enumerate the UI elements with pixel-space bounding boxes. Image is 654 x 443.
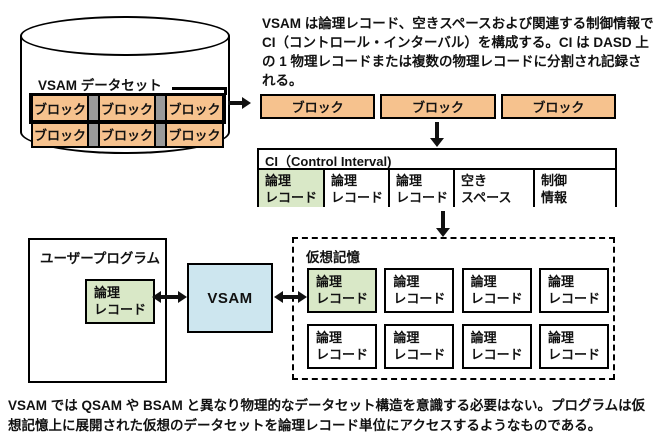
ci-title: CI（Control Interval): [265, 154, 392, 169]
arrow-head-left: [152, 291, 161, 303]
user-program-title: ユーザープログラム: [40, 251, 161, 266]
dasd-cylinder-top-ellipse: [20, 16, 230, 56]
ci-cells-row: 論理 レコード 論理 レコード 論理 レコード 空き スペース 制御 情報: [259, 168, 615, 207]
arrow-user-program-to-vsam-icon: [152, 291, 187, 303]
logical-record-cell: 論理 レコード: [461, 324, 532, 369]
block-cell: ブロック: [260, 94, 376, 119]
cylinder-block-grid: ブロック ブロック ブロック ブロック ブロック ブロック: [31, 94, 224, 148]
physical-blocks-row: ブロック ブロック ブロック: [260, 94, 616, 119]
arrow-head-left: [274, 291, 283, 303]
arrow-head-right: [178, 291, 187, 303]
arrow-shaft: [228, 101, 244, 105]
virtual-storage-title: 仮想記憶: [306, 250, 360, 265]
free-space-cell: 空き スペース: [453, 170, 533, 207]
block-cell: ブロック: [380, 94, 496, 119]
block-cell: ブロック: [31, 94, 89, 122]
block-cell: ブロック: [165, 120, 224, 148]
logical-record-cell: 論理 レコード: [388, 170, 453, 207]
logical-record-cell: 論理 レコード: [307, 268, 377, 313]
logical-record-cell: 論理 レコード: [85, 279, 155, 324]
vsam-dataset-title: VSAM データセット: [38, 78, 162, 93]
ci-description-text: VSAM は論理レコード、空きスペースおよび関連する制御情報で CI（コントロー…: [262, 16, 654, 88]
vsam-label: VSAM: [207, 289, 253, 307]
arrow-head: [436, 228, 450, 237]
arrow-head: [430, 138, 444, 147]
block-cell: ブロック: [98, 120, 156, 148]
virtual-storage-record-row-1: 論理 レコード 論理 レコード 論理 レコード 論理 レコード: [307, 268, 609, 313]
logical-record-cell: 論理 レコード: [538, 324, 609, 369]
vsam-box: VSAM: [187, 263, 273, 333]
logical-record-cell: 論理 レコード: [323, 170, 388, 207]
arrow-vsam-to-virtual-storage-icon: [274, 291, 307, 303]
vsam-summary-text: VSAM では QSAM や BSAM と異なり物理的なデータセット構造を意識す…: [8, 398, 646, 433]
arrow-shaft: [159, 295, 180, 299]
block-cell: ブロック: [500, 94, 616, 119]
arrow-shaft: [281, 295, 300, 299]
ci-highlight-frame-lip: [172, 87, 227, 95]
logical-record-cell: 論理 レコード: [538, 268, 609, 313]
logical-record-cell: 論理 レコード: [259, 170, 323, 207]
user-program-box: ユーザープログラム 論理 レコード: [28, 238, 167, 383]
arrow-shaft: [441, 211, 445, 230]
logical-record-cell: 論理 レコード: [384, 324, 455, 369]
cylinder-block-row-2: ブロック ブロック ブロック: [31, 120, 224, 148]
control-interval-box: CI（Control Interval) 論理 レコード 論理 レコード 論理 …: [257, 148, 617, 207]
arrow-head-right: [298, 291, 307, 303]
logical-record-cell: 論理 レコード: [307, 324, 377, 369]
virtual-storage-record-row-2: 論理 レコード 論理 レコード 論理 レコード 論理 レコード: [307, 324, 609, 369]
block-gap: [89, 120, 98, 148]
block-gap: [156, 120, 165, 148]
logical-record-cell: 論理 レコード: [461, 268, 532, 313]
ci-highlight-frame: [29, 93, 226, 124]
control-info-cell: 制御 情報: [533, 170, 615, 207]
arrow-ci-to-virtual-storage-icon: [436, 211, 450, 237]
arrow-head: [242, 97, 251, 109]
logical-record-cell: 論理 レコード: [384, 268, 455, 313]
arrow-cylinder-to-blocks-icon: [228, 97, 251, 109]
arrow-shaft: [435, 122, 439, 140]
arrow-blocks-to-ci-icon: [430, 122, 444, 147]
block-cell: ブロック: [31, 120, 89, 148]
